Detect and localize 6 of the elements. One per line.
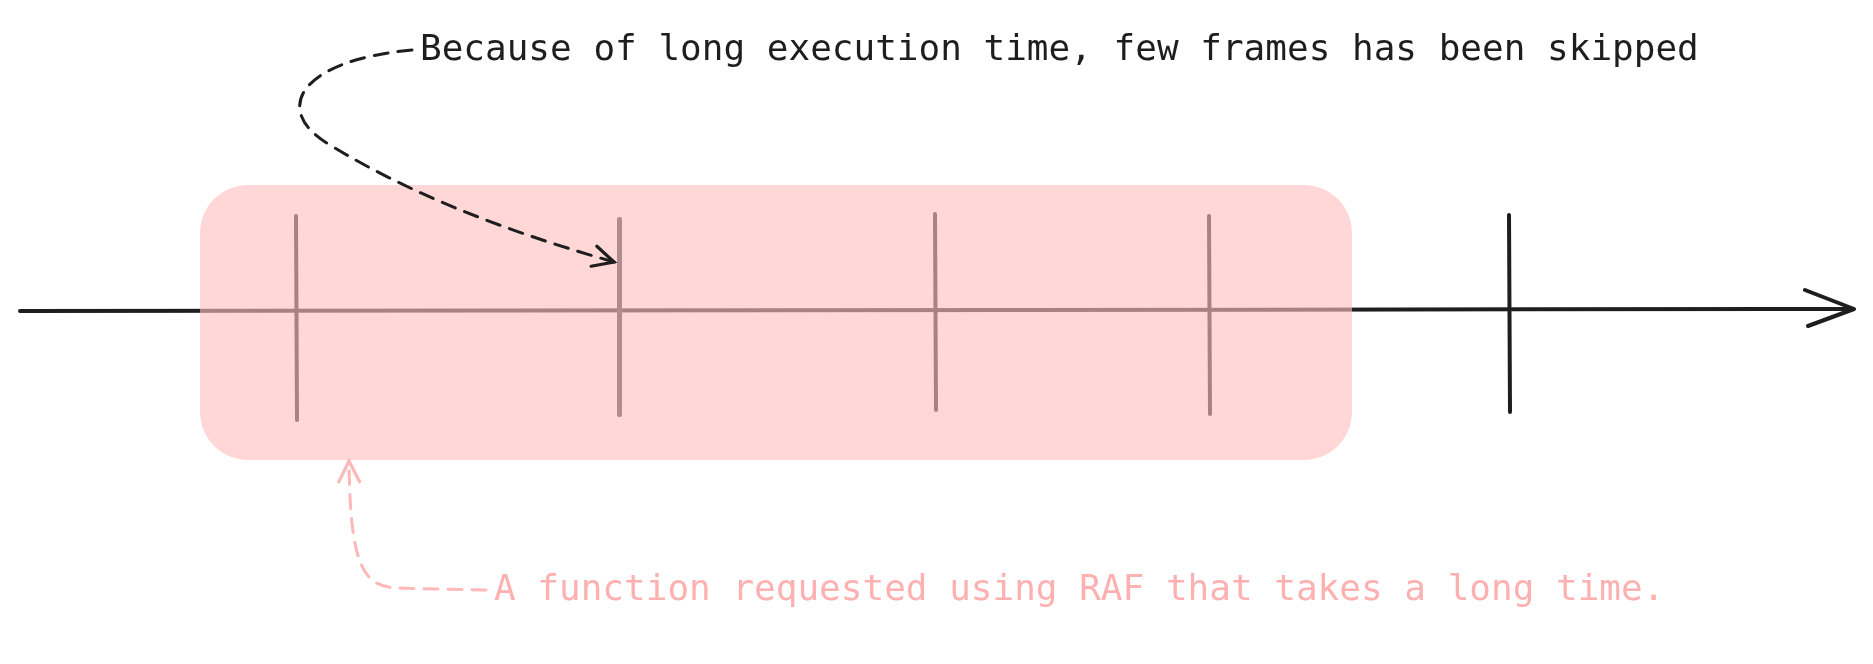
annotation-text: Because of long execution time, few frames has been skipped xyxy=(420,26,1699,70)
leader-arrow xyxy=(298,48,616,268)
leader-arrow xyxy=(337,459,488,592)
highlight-band xyxy=(200,185,1352,460)
tick-mark xyxy=(617,217,622,417)
annotation-text: A function requested using RAF that takes a long time. xyxy=(494,566,1665,610)
